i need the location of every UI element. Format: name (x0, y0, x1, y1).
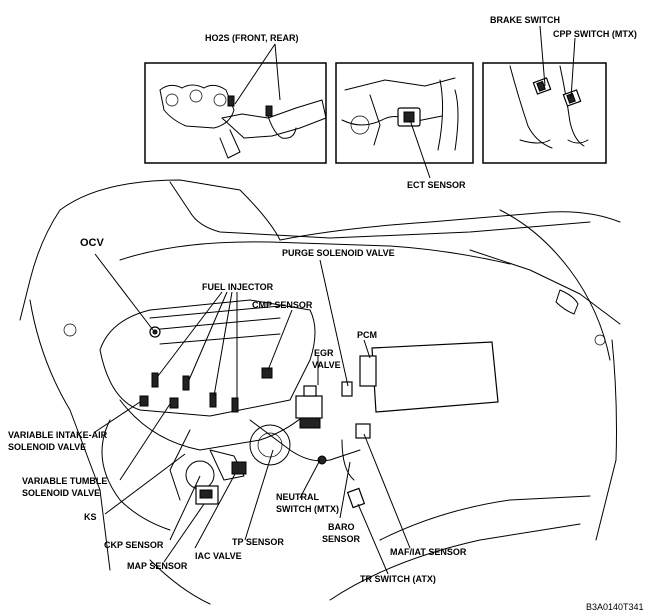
part-cmp-sensor (261, 367, 273, 379)
label-egr-2: VALVE (312, 360, 341, 370)
part-map-sensor (195, 485, 219, 505)
figure-code: B3A0140T341 (586, 602, 644, 612)
label-ho2s: HO2S (FRONT, REAR) (205, 33, 299, 43)
inset-ect (335, 62, 474, 164)
inset-switches (482, 62, 607, 164)
label-egr-1: EGR (314, 348, 334, 358)
vehicle-body-outline (19, 179, 621, 605)
label-iac-valve: IAC VALVE (195, 551, 242, 561)
inset-ho2s (144, 62, 327, 164)
label-vias-2: SOLENOID VALVE (8, 442, 86, 452)
label-map-sensor: MAP SENSOR (127, 561, 188, 571)
part-ocv (149, 326, 161, 338)
part-maf-iat (341, 423, 371, 481)
label-fuel-injector: FUEL INJECTOR (202, 282, 274, 292)
label-tp-sensor: TP SENSOR (232, 537, 284, 547)
label-purge-valve: PURGE SOLENOID VALVE (282, 248, 395, 258)
part-tr-switch (346, 487, 366, 509)
part-purge-valve (341, 381, 353, 397)
label-neutral-1: NEUTRAL (276, 492, 319, 502)
label-ect-sensor: ECT SENSOR (407, 180, 466, 190)
part-egr-valve (295, 385, 323, 429)
label-vtcs-1: VARIABLE TUMBLE (22, 476, 107, 486)
label-tr-switch: TR SWITCH (ATX) (360, 574, 436, 584)
label-vtcs-2: SOLENOID VALVE (22, 488, 100, 498)
label-cpp-switch: CPP SWITCH (MTX) (553, 29, 637, 39)
part-pcm (359, 341, 499, 413)
label-cmp-sensor: CMP SENSOR (252, 300, 313, 310)
label-vias-1: VARIABLE INTAKE-AIR (8, 430, 108, 440)
label-neutral-2: SWITCH (MTX) (276, 504, 339, 514)
label-brake-switch: BRAKE SWITCH (490, 15, 560, 25)
leader-lines (94, 25, 576, 575)
label-maf-iat: MAF/IAT SENSOR (390, 547, 467, 557)
label-baro-2: SENSOR (322, 534, 361, 544)
fuel-injectors (139, 372, 239, 413)
label-ocv: OCV (80, 237, 105, 249)
label-pcm: PCM (357, 330, 377, 340)
label-ckp-sensor: CKP SENSOR (104, 540, 164, 550)
label-ks: KS (84, 512, 97, 522)
label-baro-1: BARO (328, 522, 355, 532)
part-neutral-switch (317, 455, 327, 465)
engine-block (99, 299, 361, 531)
part-iac-valve (231, 461, 247, 475)
